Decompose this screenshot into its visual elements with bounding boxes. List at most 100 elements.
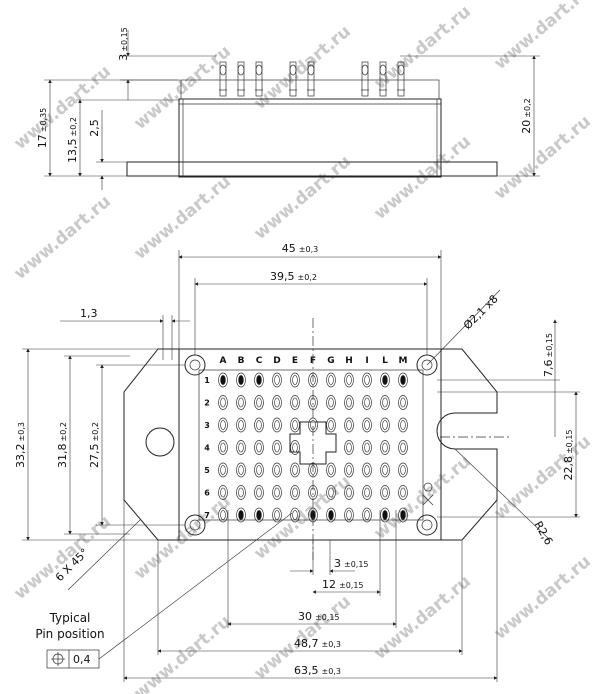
typical-label: Typical xyxy=(49,611,91,625)
pin-field-frame xyxy=(198,369,424,521)
dim-width-39-5: 39,5±0,2 xyxy=(270,270,317,283)
dim-pitch-12: 12±0,15 xyxy=(322,578,364,591)
pin-pad xyxy=(236,372,246,388)
column-label: B xyxy=(238,356,245,366)
pin-pad xyxy=(362,440,372,455)
pin-pad xyxy=(380,372,390,388)
pin-pad xyxy=(344,372,354,388)
pin-pad xyxy=(290,395,300,410)
dim-total-height: 17±0,35 xyxy=(36,108,49,149)
dim-base-thickness: 2,5 xyxy=(88,119,101,137)
pin-pad xyxy=(272,485,282,500)
pin-pad xyxy=(290,440,300,455)
pin-pad xyxy=(380,485,390,500)
watermark-text: www.dart.ru xyxy=(10,512,114,604)
column-label: H xyxy=(345,356,353,366)
row-label: 4 xyxy=(204,444,210,453)
watermark-text: www.dart.ru xyxy=(130,42,234,134)
pin-pad xyxy=(254,372,264,388)
column-label: L xyxy=(382,356,388,366)
pin-pad xyxy=(272,440,282,455)
watermark-text: www.dart.ru xyxy=(250,22,354,114)
pin-pad xyxy=(362,417,372,433)
pin-pad xyxy=(380,395,390,410)
dim-width-30: 30±0,15 xyxy=(298,610,340,623)
pin-pad xyxy=(236,485,246,500)
pin-pad xyxy=(344,440,354,455)
pin-pad xyxy=(380,440,390,455)
pin-pad xyxy=(398,440,408,455)
side-base-plate xyxy=(126,161,498,177)
pin-pad xyxy=(272,507,282,523)
pin-pad xyxy=(326,372,336,388)
watermark-text: www.dart.ru xyxy=(370,132,474,224)
pin-pad xyxy=(326,485,336,500)
pin-pad xyxy=(236,440,246,455)
pin-pad xyxy=(218,440,228,455)
dim-7-6: 7,6±0,15 xyxy=(542,333,555,377)
pin-pad xyxy=(344,395,354,410)
pin-pad xyxy=(380,417,390,433)
column-label: C xyxy=(256,356,263,366)
pin-pad xyxy=(344,507,354,523)
pin-pad xyxy=(218,507,228,523)
pin-pad xyxy=(254,417,264,433)
pin-pad xyxy=(344,462,354,478)
pin-pad xyxy=(218,417,228,433)
pin-pad xyxy=(236,462,246,478)
pin-pad xyxy=(398,485,408,500)
pin-pad xyxy=(254,485,264,500)
dim-27-5: 27,5±0,2 xyxy=(88,422,101,468)
pin-pad xyxy=(290,462,300,478)
dim-width-45: 45±0,3 xyxy=(282,242,318,255)
pin-pad xyxy=(272,417,282,433)
pin-pad xyxy=(236,507,246,523)
pin-pad xyxy=(254,440,264,455)
pin-pad xyxy=(362,485,372,500)
row-label: 3 xyxy=(204,421,210,430)
column-label: M xyxy=(399,356,408,366)
watermark-text: www.dart.ru xyxy=(130,612,234,694)
pin-pad xyxy=(326,395,336,410)
center-key xyxy=(289,421,337,465)
dim-body-height: 13,5±0,2 xyxy=(66,117,79,163)
watermark-text: www.dart.ru xyxy=(10,192,114,284)
pin-pad xyxy=(218,485,228,500)
dim-pitch-3: 3±0,15 xyxy=(334,557,369,570)
base-outline xyxy=(123,348,498,541)
side-view: 3±0,15 17±0,35 13,5±0,2 2,5 20±0,2 xyxy=(36,27,540,190)
pin-pad xyxy=(362,462,372,478)
column-label: I xyxy=(365,356,368,366)
dim-radius: R2,6 xyxy=(531,519,555,547)
housing xyxy=(178,348,442,541)
pin-pad xyxy=(326,462,336,478)
dim-pin-height: 3±0,15 xyxy=(117,27,130,61)
pin-pad xyxy=(218,462,228,478)
pin-pad xyxy=(362,372,372,388)
left-mount-hole xyxy=(145,427,175,457)
pin-pad xyxy=(218,395,228,410)
column-label: E xyxy=(292,356,298,366)
svg-text:0,4: 0,4 xyxy=(73,653,91,666)
side-top-cap xyxy=(180,79,440,100)
pin-grid xyxy=(218,372,408,523)
pin-pad xyxy=(398,507,408,523)
row-label: 7 xyxy=(204,511,210,520)
side-body xyxy=(178,98,442,178)
side-pins xyxy=(219,61,405,97)
pin-pad xyxy=(344,485,354,500)
dim-31-8: 31,8±0,2 xyxy=(56,422,69,468)
pin-pad xyxy=(398,417,408,433)
pin-pad xyxy=(326,507,336,523)
watermark-text: www.dart.ru xyxy=(130,172,234,264)
watermark-text: www.dart.ru xyxy=(250,152,354,244)
column-label: D xyxy=(273,356,280,366)
dim-22-8: 22,8±0,15 xyxy=(562,429,575,480)
pin-pad xyxy=(290,485,300,500)
dim-hole-diameter: Ø2,1 x8 xyxy=(461,292,501,332)
orientation-circle xyxy=(423,482,433,492)
row-label: 5 xyxy=(204,466,210,475)
pin-pad xyxy=(398,372,408,388)
